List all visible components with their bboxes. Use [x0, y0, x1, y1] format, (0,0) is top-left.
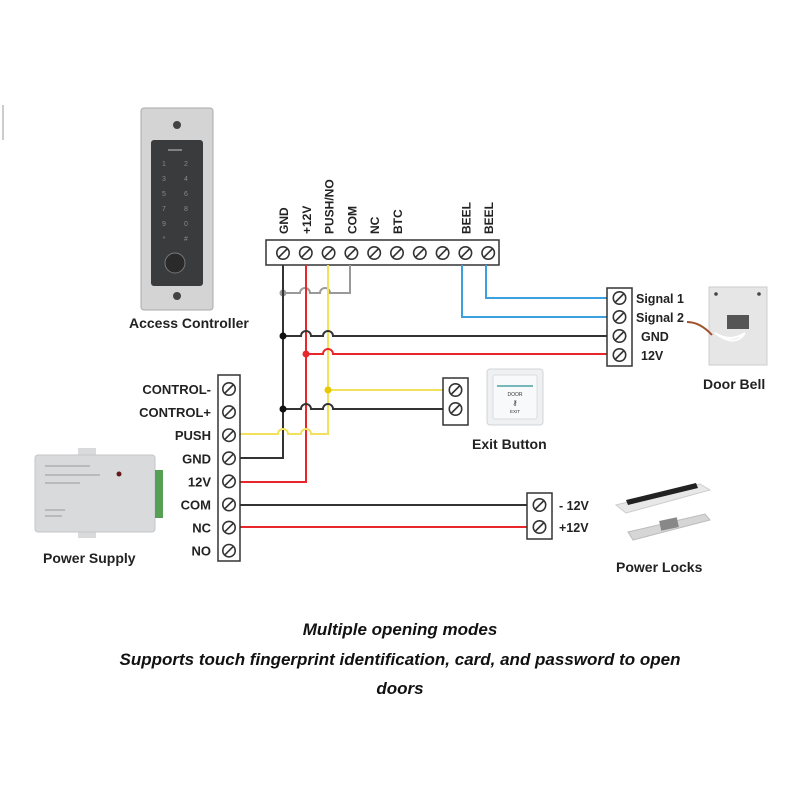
key-icon: ⚷ — [512, 400, 517, 407]
screw-terminal-icon — [612, 328, 627, 343]
keypad-key: 1 — [162, 161, 166, 168]
door-bell-device — [686, 286, 768, 366]
caption-description: Supports touch fingerprint identificatio… — [119, 650, 681, 669]
keypad-key: 5 — [162, 191, 166, 198]
power-supply-terminal-block: CONTROL- CONTROL+ PUSH GND 12V COM NC NO — [139, 374, 241, 562]
controller-terminal-label: COM — [345, 206, 359, 234]
door-bell-label: Door Bell — [703, 376, 765, 392]
doorbell-terminal-block: Signal 1 Signal 2 GND 12V — [606, 287, 684, 367]
wire-12v — [240, 265, 307, 483]
power-supply-device — [34, 448, 163, 538]
exit-button-door-text: DOOR — [508, 392, 523, 398]
screw-terminal-icon — [298, 246, 313, 261]
controller-terminal-label: PUSH/NO — [323, 179, 337, 234]
controller-terminal-label: +12V — [300, 206, 314, 234]
power-supply-terminal-label: CONTROL+ — [139, 405, 211, 420]
junction-dot — [324, 386, 332, 394]
screw-terminal-icon — [481, 246, 496, 261]
screw-terminal-icon — [448, 382, 463, 397]
controller-terminal-label: BTC — [391, 209, 405, 234]
controller-terminal-label: GND — [277, 207, 291, 234]
caption-title: Multiple opening modes — [302, 620, 498, 639]
power-supply-terminal-label: GND — [182, 451, 211, 466]
keypad: 1 2 3 4 5 6 7 8 9 0 * # — [162, 161, 188, 243]
keypad-key: 6 — [184, 191, 188, 198]
caption-description-cont: doors — [376, 679, 424, 698]
screw-terminal-icon — [321, 246, 336, 261]
screw-terminal-icon — [222, 543, 237, 558]
screw-terminal-icon — [222, 497, 237, 512]
screw-terminal-icon — [458, 246, 473, 261]
keypad-key: 4 — [184, 176, 188, 183]
keypad-key: 2 — [184, 161, 188, 168]
screw-terminal-icon — [389, 246, 404, 261]
access-controller-device: 1 2 3 4 5 6 7 8 9 0 * # — [140, 107, 214, 311]
wire-com-gray — [283, 265, 351, 294]
exit-button-device: DOOR ⚷ EXIT — [486, 368, 544, 426]
wire-gnd — [240, 265, 284, 459]
keypad-key: 0 — [184, 221, 188, 228]
controller-terminal-block: GND +12V PUSH/NO COM NC BTC BEEL BEEL — [265, 179, 500, 266]
wire-exit-gnd — [283, 403, 443, 410]
lock-terminal-label: +12V — [559, 521, 589, 535]
screw-terminal-icon — [448, 401, 463, 416]
screw-terminal-icon — [222, 381, 237, 396]
lock-terminal-block: - 12V +12V — [526, 492, 590, 540]
controller-terminal-label: NC — [368, 216, 382, 234]
screw-terminal-icon — [222, 405, 237, 420]
doorbell-terminal-label: Signal 1 — [636, 292, 684, 306]
power-supply-terminal-label: COM — [181, 498, 211, 513]
power-supply-terminal-label: CONTROL- — [142, 382, 211, 397]
exit-button-terminal-block — [442, 377, 469, 426]
wires — [240, 265, 607, 528]
doorbell-terminal-label: 12V — [641, 349, 664, 363]
controller-terminal-label: BEEL — [459, 202, 473, 234]
exit-button-exit-text: EXIT — [510, 409, 520, 414]
controller-terminal-label: BEEL — [482, 202, 496, 234]
screw-terminal-icon — [532, 519, 547, 534]
screw-terminal-icon — [222, 520, 237, 535]
keypad-key: # — [184, 236, 188, 243]
screw-terminal-icon — [222, 474, 237, 489]
power-locks-label: Power Locks — [616, 559, 703, 575]
wire-push — [240, 265, 329, 435]
junction-dot — [302, 350, 310, 358]
screw-terminal-icon — [612, 290, 627, 305]
keypad-key: * — [163, 236, 166, 243]
exit-button-label: Exit Button — [472, 436, 547, 452]
power-supply-label: Power Supply — [43, 550, 136, 566]
screw-terminal-icon — [612, 347, 627, 362]
power-supply-terminal-label: PUSH — [175, 428, 211, 443]
wire-doorbell-gnd — [283, 330, 607, 337]
power-supply-terminal-label: NO — [192, 544, 212, 559]
screw-terminal-icon — [532, 497, 547, 512]
screw-terminal-icon — [344, 246, 359, 261]
junction-dot — [279, 405, 287, 413]
keypad-key: 8 — [184, 206, 188, 213]
keypad-key: 9 — [162, 221, 166, 228]
screw-terminal-icon — [222, 428, 237, 443]
doorbell-terminal-label: Signal 2 — [636, 311, 684, 325]
screw-terminal-icon — [412, 246, 427, 261]
keypad-key: 7 — [162, 206, 166, 213]
screw-terminal-icon — [367, 246, 382, 261]
screw-terminal-icon — [275, 246, 290, 261]
screw-terminal-icon — [222, 451, 237, 466]
access-controller-label: Access Controller — [129, 315, 249, 331]
screw-terminal-icon — [435, 246, 450, 261]
power-supply-terminal-label: NC — [192, 521, 211, 536]
keypad-key: 3 — [162, 176, 166, 183]
power-locks-device — [614, 483, 712, 541]
wire-beel-2 — [485, 265, 607, 299]
junction-dot — [279, 332, 287, 340]
wire-doorbell-12v — [306, 348, 607, 355]
wire-beel-1 — [461, 265, 607, 318]
screw-terminal-icon — [612, 309, 627, 324]
lock-terminal-label: - 12V — [559, 499, 590, 513]
power-supply-terminal-label: 12V — [188, 474, 211, 489]
doorbell-terminal-label: GND — [641, 330, 669, 344]
